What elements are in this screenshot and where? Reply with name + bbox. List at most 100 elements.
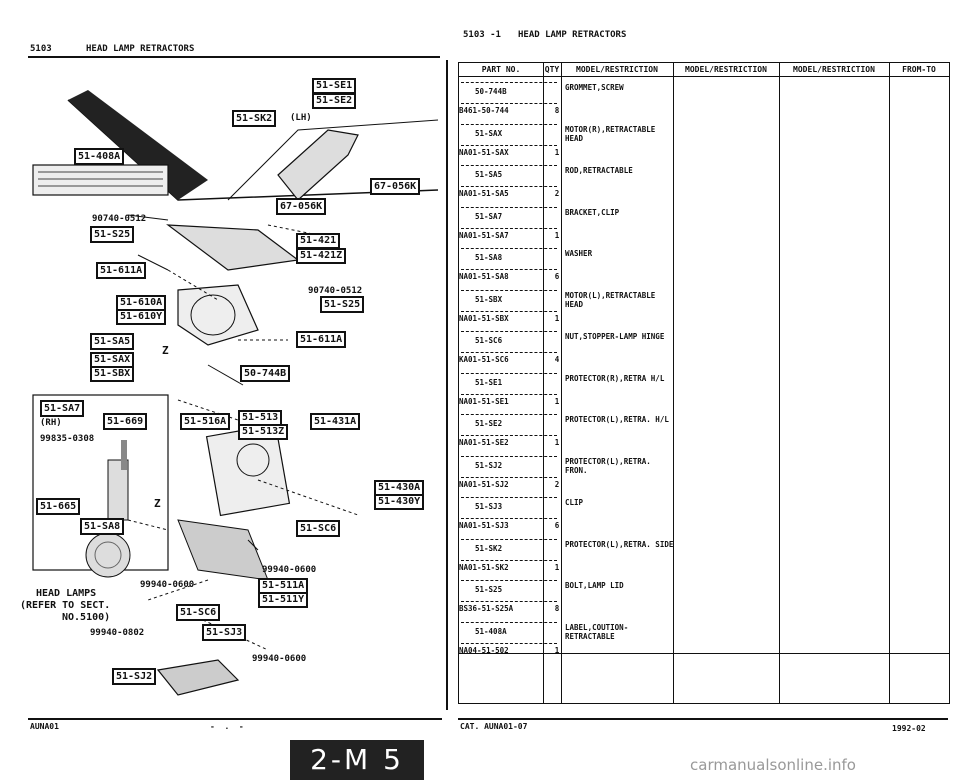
quantity: 1 [554, 438, 560, 447]
callout-51-611a-b: 51-611A [296, 331, 347, 348]
part-description: PROTECTOR(L),RETRA. H/L [565, 415, 669, 424]
part-number: 51-SC6 [475, 336, 503, 345]
callout-51-430y: 51-430Y [374, 494, 425, 510]
part-number-box [461, 248, 557, 270]
label-99940-0600-b: 99940-0600 [140, 580, 195, 590]
callout-51-516a: 51-516A [180, 413, 231, 430]
quantity: 2 [554, 479, 560, 489]
footer-date: 1992-02 [892, 724, 926, 733]
quantity: 8 [554, 106, 560, 115]
callout-51-s25-b: 51-S25 [320, 296, 365, 313]
part-description: WASHER [565, 249, 593, 258]
footer-dash: - . - [210, 722, 244, 731]
part-description: LABEL,COUTION-RETRACTABLE [565, 622, 629, 641]
catalog-number: BS36-51-S25A [459, 604, 514, 613]
part-number-box [461, 621, 557, 644]
label-99940-0600-c: 99940-0600 [252, 654, 307, 664]
parts-table: PART NO. QTY MODEL/RESTRICTION MODEL/RES… [458, 62, 950, 704]
left-footer-rule [28, 718, 442, 720]
part-description: GROMMET,SCREW [565, 83, 624, 92]
callout-51-sbx: 51-SBX [90, 366, 135, 382]
callout-51-431a: 51-431A [310, 413, 361, 430]
label-rh: (RH) [40, 418, 62, 428]
callout-51-se1: 51-SE1 [312, 78, 357, 94]
callout-51-421: 51-421 [296, 233, 341, 249]
label-z-1: Z [162, 344, 169, 357]
part-description: MOTOR(L),RETRACTABLE HEAD [565, 290, 656, 309]
label-99835-0308: 99835-0308 [40, 434, 95, 444]
quantity: 1 [554, 396, 560, 406]
catalog-number: NA04-51-502 [459, 645, 509, 655]
part-number: 51-SJ3 [475, 502, 503, 511]
footer-catalog: CAT. AUNA01-07 [460, 722, 528, 731]
callout-51-sj2: 51-SJ2 [112, 668, 157, 685]
quantity: 1 [554, 562, 560, 572]
callout-51-421z: 51-421Z [296, 248, 347, 264]
quantity: 1 [554, 645, 560, 655]
callout-51-se2: 51-SE2 [312, 93, 357, 109]
header-model-restriction-1: MODEL/RESTRICTION [576, 65, 658, 74]
right-section-code: 5103 -1 [463, 30, 501, 40]
catalog-number: NA01-51-SAX [459, 147, 509, 157]
quantity: 8 [554, 604, 560, 613]
callout-51-610y: 51-610Y [116, 309, 167, 325]
part-number: 51-SE2 [475, 419, 503, 428]
label-lh: (LH) [290, 113, 312, 123]
catalog-number: NA01-51-SE2 [459, 438, 509, 447]
part-number-box [461, 123, 557, 146]
callout-50-744b: 50-744B [240, 365, 291, 382]
part-number: 51-408A [475, 626, 507, 636]
catalog-number: NA01-51-SJ3 [459, 521, 509, 530]
part-description: CLIP [565, 498, 584, 507]
catalog-number: NA01-51-SJ2 [459, 479, 509, 489]
callout-51-sj3: 51-SJ3 [202, 624, 247, 641]
quantity: 2 [554, 189, 560, 198]
part-description: PROTECTOR(R),RETRA H/L [565, 373, 665, 383]
catalog-number: NA01-51-SK2 [459, 562, 509, 572]
part-number-box [461, 414, 557, 436]
part-description: PROTECTOR(L),RETRA. FRON. [565, 456, 651, 475]
catalog-number: NA01-51-SBX [459, 313, 509, 323]
catalog-number: NA01-51-SA7 [459, 230, 509, 240]
part-number: 51-SBX [475, 294, 503, 304]
part-number-box [461, 497, 557, 519]
callout-51-sa8: 51-SA8 [80, 518, 125, 535]
part-number-box [461, 538, 557, 561]
header-model-restriction-3: MODEL/RESTRICTION [793, 65, 875, 74]
part-number: 51-SK2 [475, 543, 503, 553]
callout-51-s25-a: 51-S25 [90, 226, 135, 243]
label-99940-0600-a: 99940-0600 [262, 565, 317, 575]
callout-51-665: 51-665 [36, 498, 81, 515]
part-description: NUT,STOPPER-LAMP HINGE [565, 332, 665, 341]
callout-67-056k-b: 67-056K [276, 198, 327, 215]
part-number: 51-SA8 [475, 253, 503, 262]
part-number: 50-744B [475, 87, 507, 96]
label-z-2: Z [154, 497, 161, 510]
part-description: BRACKET,CLIP [565, 207, 620, 217]
callout-51-511y: 51-511Y [258, 592, 309, 608]
right-section-title: HEAD LAMP RETRACTORS [518, 30, 627, 40]
part-number-box [461, 372, 557, 395]
quantity: 4 [554, 355, 560, 364]
quantity: 1 [554, 230, 560, 240]
callout-51-sa7: 51-SA7 [40, 400, 85, 417]
part-description: ROD,RETRACTABLE [565, 166, 633, 175]
label-90740-0512-a: 90740-0512 [92, 214, 147, 224]
part-number-box [461, 165, 557, 187]
part-number: 51-SA5 [475, 170, 503, 179]
label-90740-0512-b: 90740-0512 [308, 286, 363, 296]
table-row: 51-408A NA04-51-502 1 LABEL,COUTION-RETRACT… [459, 619, 679, 662]
header-qty: QTY [544, 65, 560, 74]
right-footer-rule [458, 718, 948, 720]
part-number-box [461, 455, 557, 478]
footer-left-code: AUNA01 [30, 722, 59, 731]
callout-51-sc6-b: 51-SC6 [176, 604, 221, 621]
watermark: carmanualsonline.info [690, 756, 856, 774]
